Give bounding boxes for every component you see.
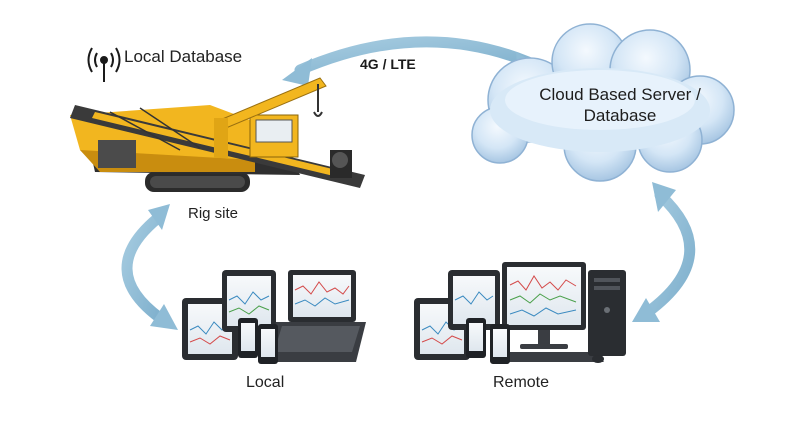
- tablet-icon: [448, 270, 500, 330]
- local-database-label: Local Database: [124, 47, 243, 66]
- cloud-icon: [471, 23, 735, 182]
- phone-icon: [490, 324, 510, 364]
- remote-label: Remote: [493, 374, 550, 391]
- monitor-icon: [502, 262, 586, 349]
- phone-icon: [258, 324, 278, 364]
- arrow-cloud-remote: [632, 182, 696, 322]
- laptop-icon: [266, 270, 366, 362]
- cloud-server-label: Cloud Based Server / Database: [539, 85, 701, 125]
- antenna-icon: [87, 47, 121, 82]
- connection-label: 4G / LTE: [360, 56, 416, 72]
- desktop-tower-icon: [588, 270, 626, 356]
- phone-icon: [466, 318, 486, 358]
- arrow-rig-local: [121, 204, 178, 330]
- drilling-rig-icon: [70, 77, 365, 192]
- phone-icon: [238, 318, 258, 358]
- remote-devices: [414, 262, 626, 364]
- rig-site-label: Rig site: [188, 205, 239, 222]
- tablet-icon: [222, 270, 276, 332]
- local-devices: [182, 270, 366, 364]
- local-label: Local: [246, 374, 285, 391]
